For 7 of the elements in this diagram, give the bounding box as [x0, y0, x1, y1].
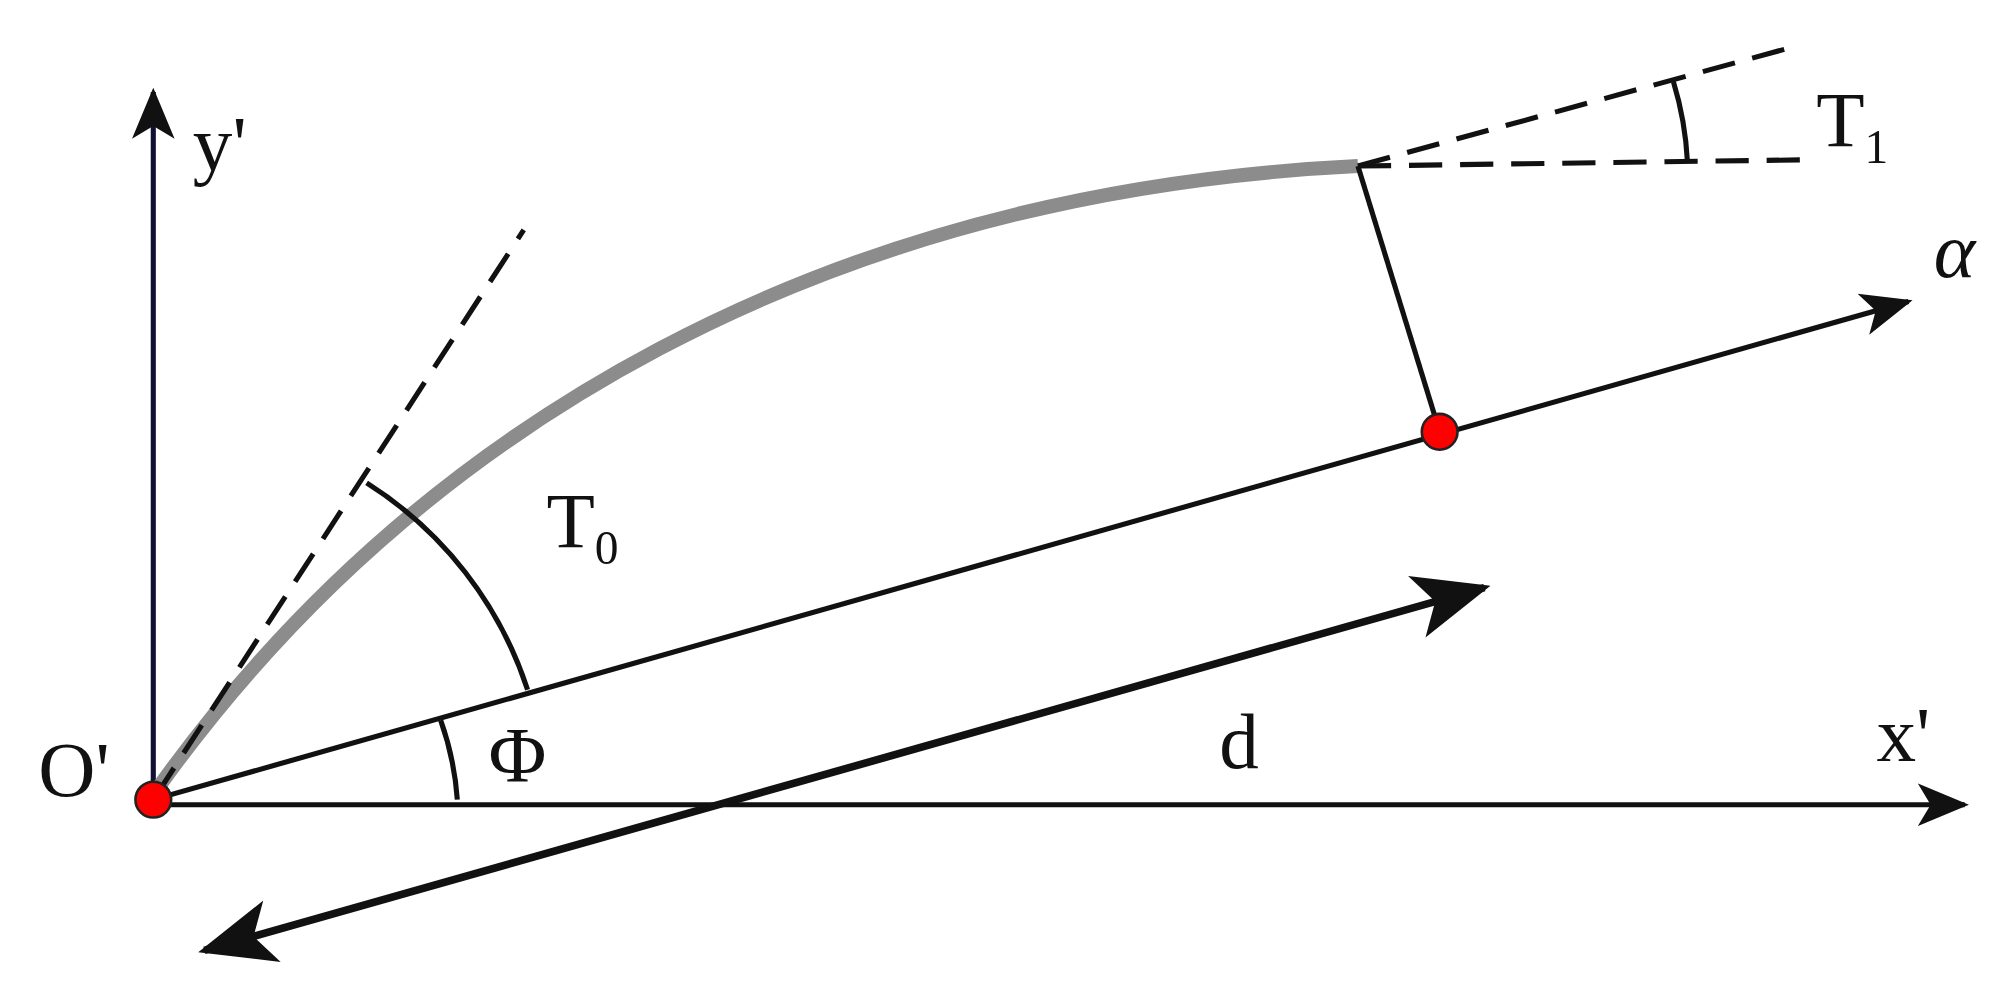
axis-label: α — [1933, 210, 1976, 290]
angle-label: Φ — [488, 714, 547, 794]
angle-label: T$_{0}$ — [546, 480, 619, 573]
vector-label: d — [1219, 701, 1259, 781]
origin-label: O' — [38, 729, 110, 809]
angle-label: T$_{1}$ — [1816, 79, 1889, 171]
axis-label: x' — [1876, 694, 1931, 775]
